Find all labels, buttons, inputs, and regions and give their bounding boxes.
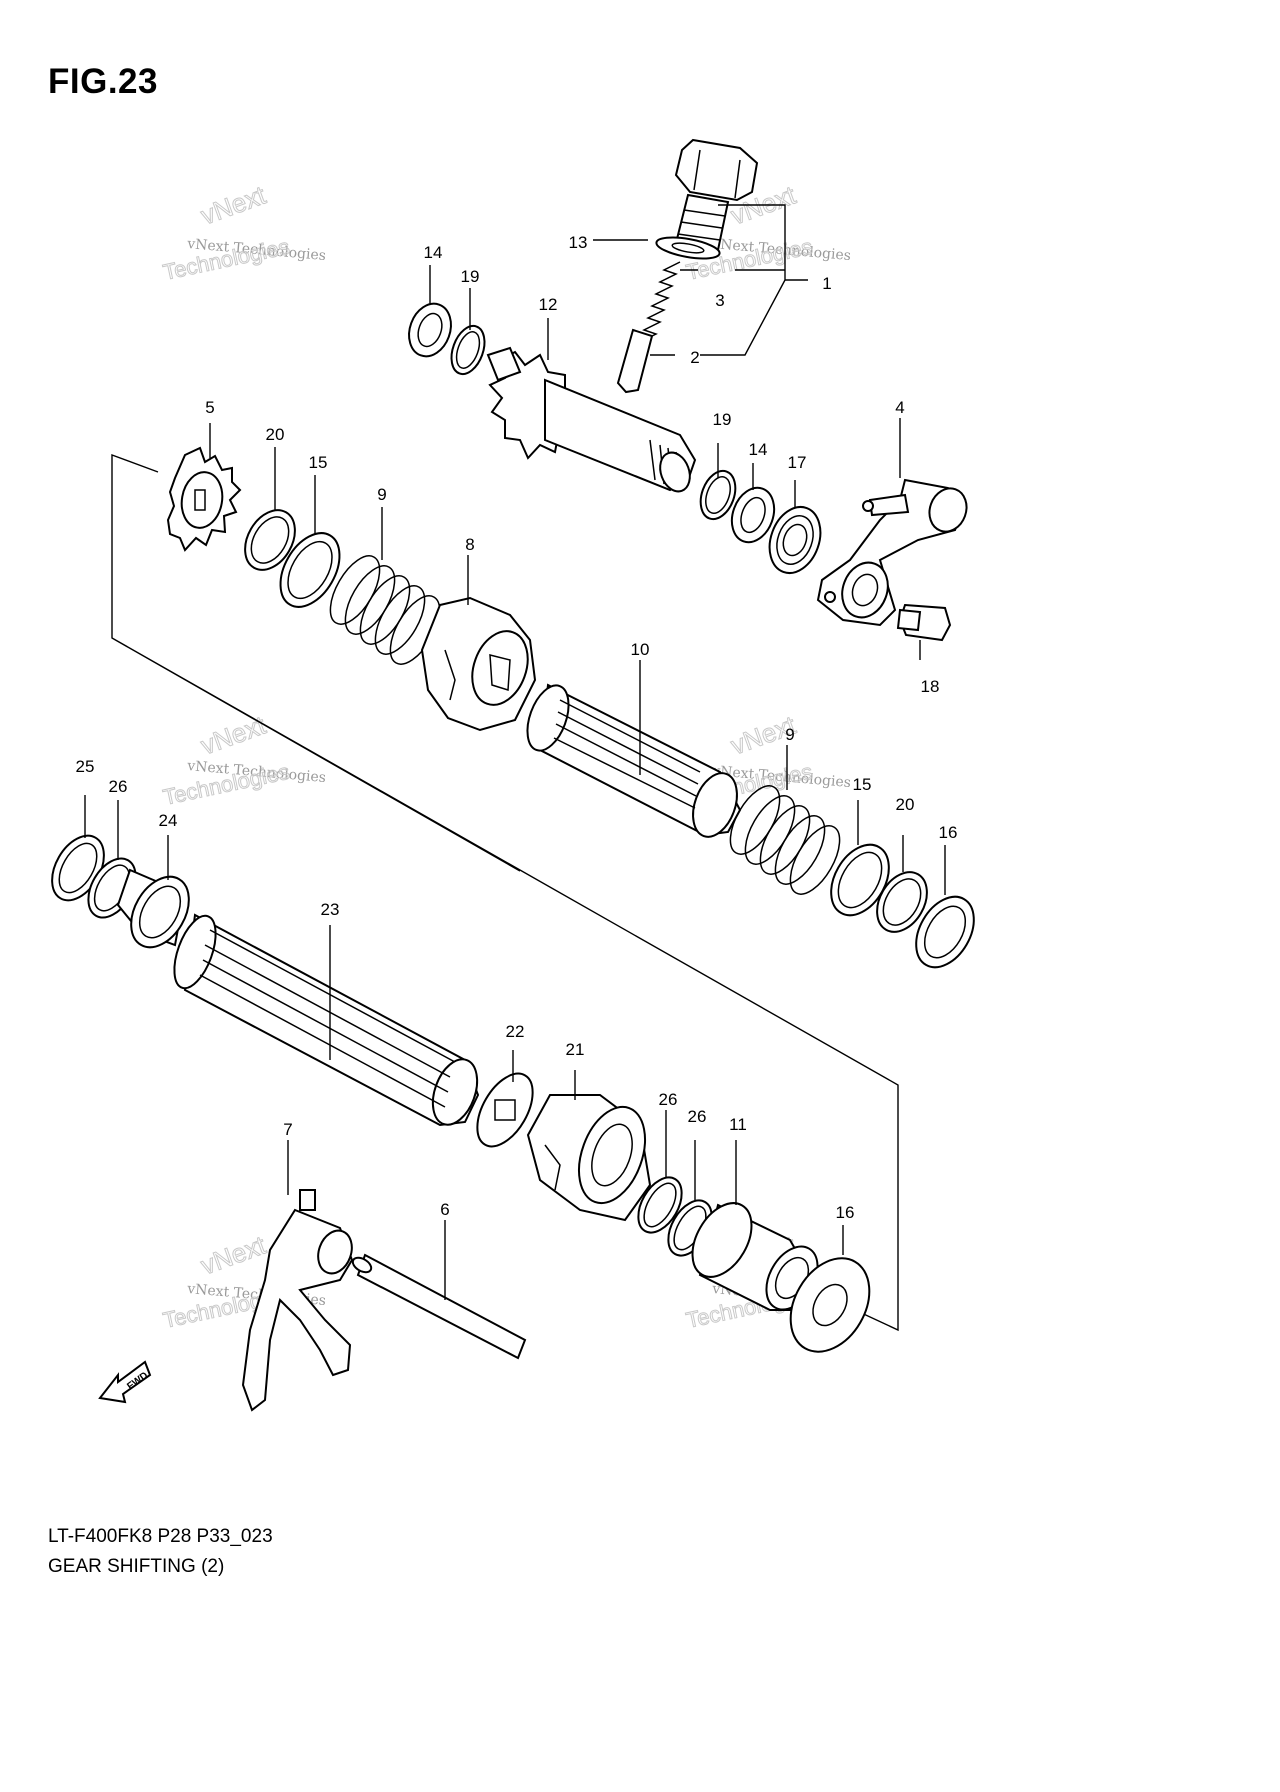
callout-5: 5 bbox=[205, 398, 214, 417]
model-code: LT-F400FK8 P28 P33_023 bbox=[48, 1526, 273, 1547]
callout-11: 11 bbox=[729, 1115, 747, 1134]
circlip-part-19-upper bbox=[450, 324, 486, 376]
shift-drum-part-23 bbox=[173, 913, 480, 1127]
callout-17: 17 bbox=[788, 453, 807, 472]
callout-8: 8 bbox=[465, 535, 474, 554]
svg-text:vNext: vNext bbox=[197, 709, 270, 760]
callout-22: 22 bbox=[506, 1022, 525, 1041]
callout-1: 1 bbox=[822, 274, 831, 293]
callout-15-upper: 15 bbox=[309, 453, 328, 472]
washer-part-14-upper bbox=[408, 302, 452, 358]
svg-text:vNext: vNext bbox=[197, 179, 270, 230]
washer-part-15-upper bbox=[279, 532, 341, 608]
callout-20-upper: 20 bbox=[266, 425, 285, 444]
callout-26-middle: 26 bbox=[659, 1090, 678, 1109]
callout-2: 2 bbox=[690, 348, 699, 367]
figure-name: GEAR SHIFTING (2) bbox=[48, 1556, 225, 1577]
callout-13: 13 bbox=[569, 233, 588, 252]
callout-25: 25 bbox=[76, 757, 95, 776]
watermark-top-left: vNext vNext Technologies Technologies bbox=[160, 179, 326, 285]
shift-arm-part-4 bbox=[816, 478, 968, 627]
spring-part-9-lower bbox=[729, 785, 841, 895]
stopper-bolt-part-1 bbox=[674, 138, 759, 252]
cam-driven-gear-part-5 bbox=[166, 446, 242, 552]
callout-19-lower: 19 bbox=[713, 410, 732, 429]
callout-labels: 1 2 3 4 5 6 7 8 9 9 10 11 12 13 14 14 15… bbox=[76, 233, 958, 1222]
washer-part-14-lower bbox=[730, 486, 776, 544]
figure-title: FIG.23 bbox=[48, 62, 158, 101]
callout-24: 24 bbox=[159, 811, 178, 830]
callout-12: 12 bbox=[539, 295, 558, 314]
callout-26-left: 26 bbox=[109, 777, 128, 796]
watermark-mid-left: vNext vNext Technologies Technologies bbox=[160, 709, 326, 810]
callout-19-upper: 19 bbox=[461, 267, 480, 286]
circlip-part-26-middle bbox=[637, 1176, 683, 1234]
circlip-part-20-upper bbox=[244, 509, 296, 571]
cam-part-21 bbox=[526, 1094, 652, 1222]
washer-part-13 bbox=[655, 236, 721, 260]
callout-14-upper: 14 bbox=[424, 243, 443, 262]
bolt-part-18 bbox=[896, 603, 952, 642]
washer-part-16-upper bbox=[915, 895, 975, 969]
circlip-part-19-lower bbox=[699, 469, 737, 521]
leader-lines bbox=[84, 204, 946, 1300]
callout-16-lower: 16 bbox=[836, 1203, 855, 1222]
callout-16-upper: 16 bbox=[939, 823, 958, 842]
pin-part-2 bbox=[616, 328, 654, 394]
assembly-frame bbox=[111, 453, 899, 1332]
callout-4: 4 bbox=[895, 398, 904, 417]
bearing-part-24 bbox=[116, 868, 190, 949]
callout-10: 10 bbox=[631, 640, 650, 659]
callout-26-right: 26 bbox=[688, 1107, 707, 1126]
fork-shaft-part-6 bbox=[351, 1253, 527, 1360]
gearshift-shaft-part-12 bbox=[486, 346, 697, 493]
shift-cam-stopper-part-8 bbox=[420, 596, 537, 732]
callout-9-lower: 9 bbox=[785, 725, 794, 744]
spring-part-3 bbox=[639, 261, 681, 343]
callout-6: 6 bbox=[440, 1200, 449, 1219]
callout-21: 21 bbox=[566, 1040, 585, 1059]
fwd-arrow-icon: FWD bbox=[98, 1360, 152, 1404]
callout-7: 7 bbox=[283, 1120, 292, 1139]
callout-3: 3 bbox=[715, 291, 724, 310]
sleeve-part-11 bbox=[691, 1202, 819, 1311]
svg-text:vNext: vNext bbox=[197, 1229, 270, 1280]
callout-15-lower: 15 bbox=[853, 775, 872, 794]
washer-part-16-lower bbox=[789, 1257, 871, 1353]
callout-20-lower: 20 bbox=[896, 795, 915, 814]
bearing-part-17 bbox=[768, 506, 822, 574]
shift-fork-part-7 bbox=[241, 1189, 354, 1412]
shift-cam-part-10 bbox=[526, 683, 742, 838]
callout-9-upper: 9 bbox=[377, 485, 386, 504]
callout-18: 18 bbox=[921, 677, 940, 696]
callout-23: 23 bbox=[321, 900, 340, 919]
circlip-part-20-lower bbox=[876, 871, 928, 933]
plate-part-22 bbox=[476, 1072, 534, 1148]
callout-14-lower: 14 bbox=[749, 440, 768, 459]
